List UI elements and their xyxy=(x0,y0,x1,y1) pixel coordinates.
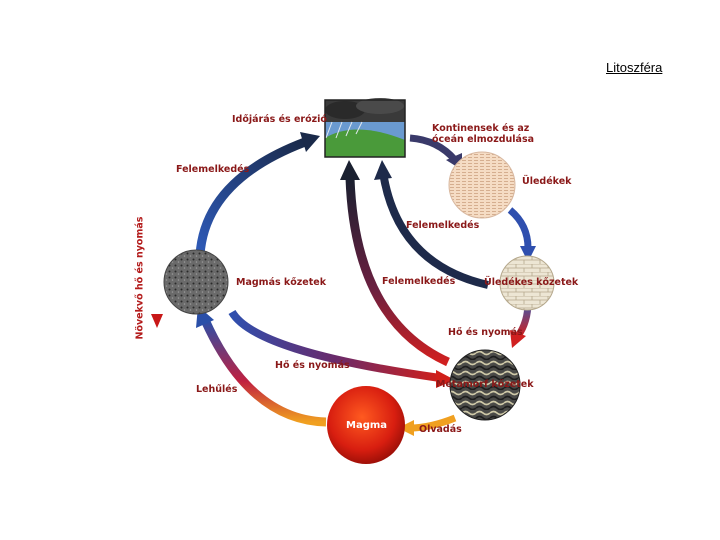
heat-pressure-center-label: Hő és nyomás xyxy=(275,360,350,371)
litoszfera-link[interactable]: Litoszféra xyxy=(606,60,663,75)
uplift-right-label: Felemelkedés xyxy=(382,276,456,287)
uplift-center-label: Felemelkedés xyxy=(406,220,480,231)
increasing-heat-pressure-label: Növekvő hő és nyomás xyxy=(134,216,146,340)
sedimentary-rocks-image xyxy=(499,255,555,311)
metamorphic-rocks-image xyxy=(449,349,521,421)
uplift-right-arrow xyxy=(345,177,450,367)
heat-pressure-center-arrow xyxy=(228,309,441,382)
weather-erosion-image xyxy=(324,98,406,158)
side-axis-arrowhead xyxy=(151,314,163,328)
uplift-left-arrow xyxy=(195,137,307,256)
uplift-right-arrowhead xyxy=(340,160,360,180)
uplift-left-label: Felemelkedés xyxy=(176,164,250,175)
melting-label: Olvadás xyxy=(419,424,462,435)
cooling-label: Lehűlés xyxy=(196,384,238,395)
uplift-center-arrow xyxy=(380,177,489,289)
igneous-rocks-image xyxy=(163,249,229,315)
heat-pressure-right-arrowhead xyxy=(510,330,526,348)
weather-erosion-label: Időjárás és erózió xyxy=(232,114,327,125)
uplift-center-arrowhead xyxy=(374,160,392,180)
continents-to-sediments-arrow xyxy=(409,134,458,163)
metamorphic-rocks-label: Metamorf kőzetek xyxy=(436,379,534,390)
sediments-label: Üledékek xyxy=(522,176,572,187)
magma-image xyxy=(327,386,405,464)
heat-pressure-center-arrowhead xyxy=(436,370,455,388)
uplift-left-arrowhead xyxy=(300,132,320,152)
burial-arrow xyxy=(507,207,532,249)
continents-label: Kontinensek és az óceán elmozdulása xyxy=(432,123,535,145)
magma-label: Magma xyxy=(346,420,388,431)
cooling-arrow xyxy=(200,318,327,427)
sediments-image xyxy=(448,151,516,219)
melting-arrowhead xyxy=(398,420,414,436)
heat-pressure-right-label: Hő és nyomás xyxy=(448,327,523,338)
igneous-rocks-label: Magmás kőzetek xyxy=(236,277,327,288)
sedimentary-rocks-label: Üledékes kőzetek xyxy=(484,277,579,288)
burial-arrowhead xyxy=(520,246,536,262)
